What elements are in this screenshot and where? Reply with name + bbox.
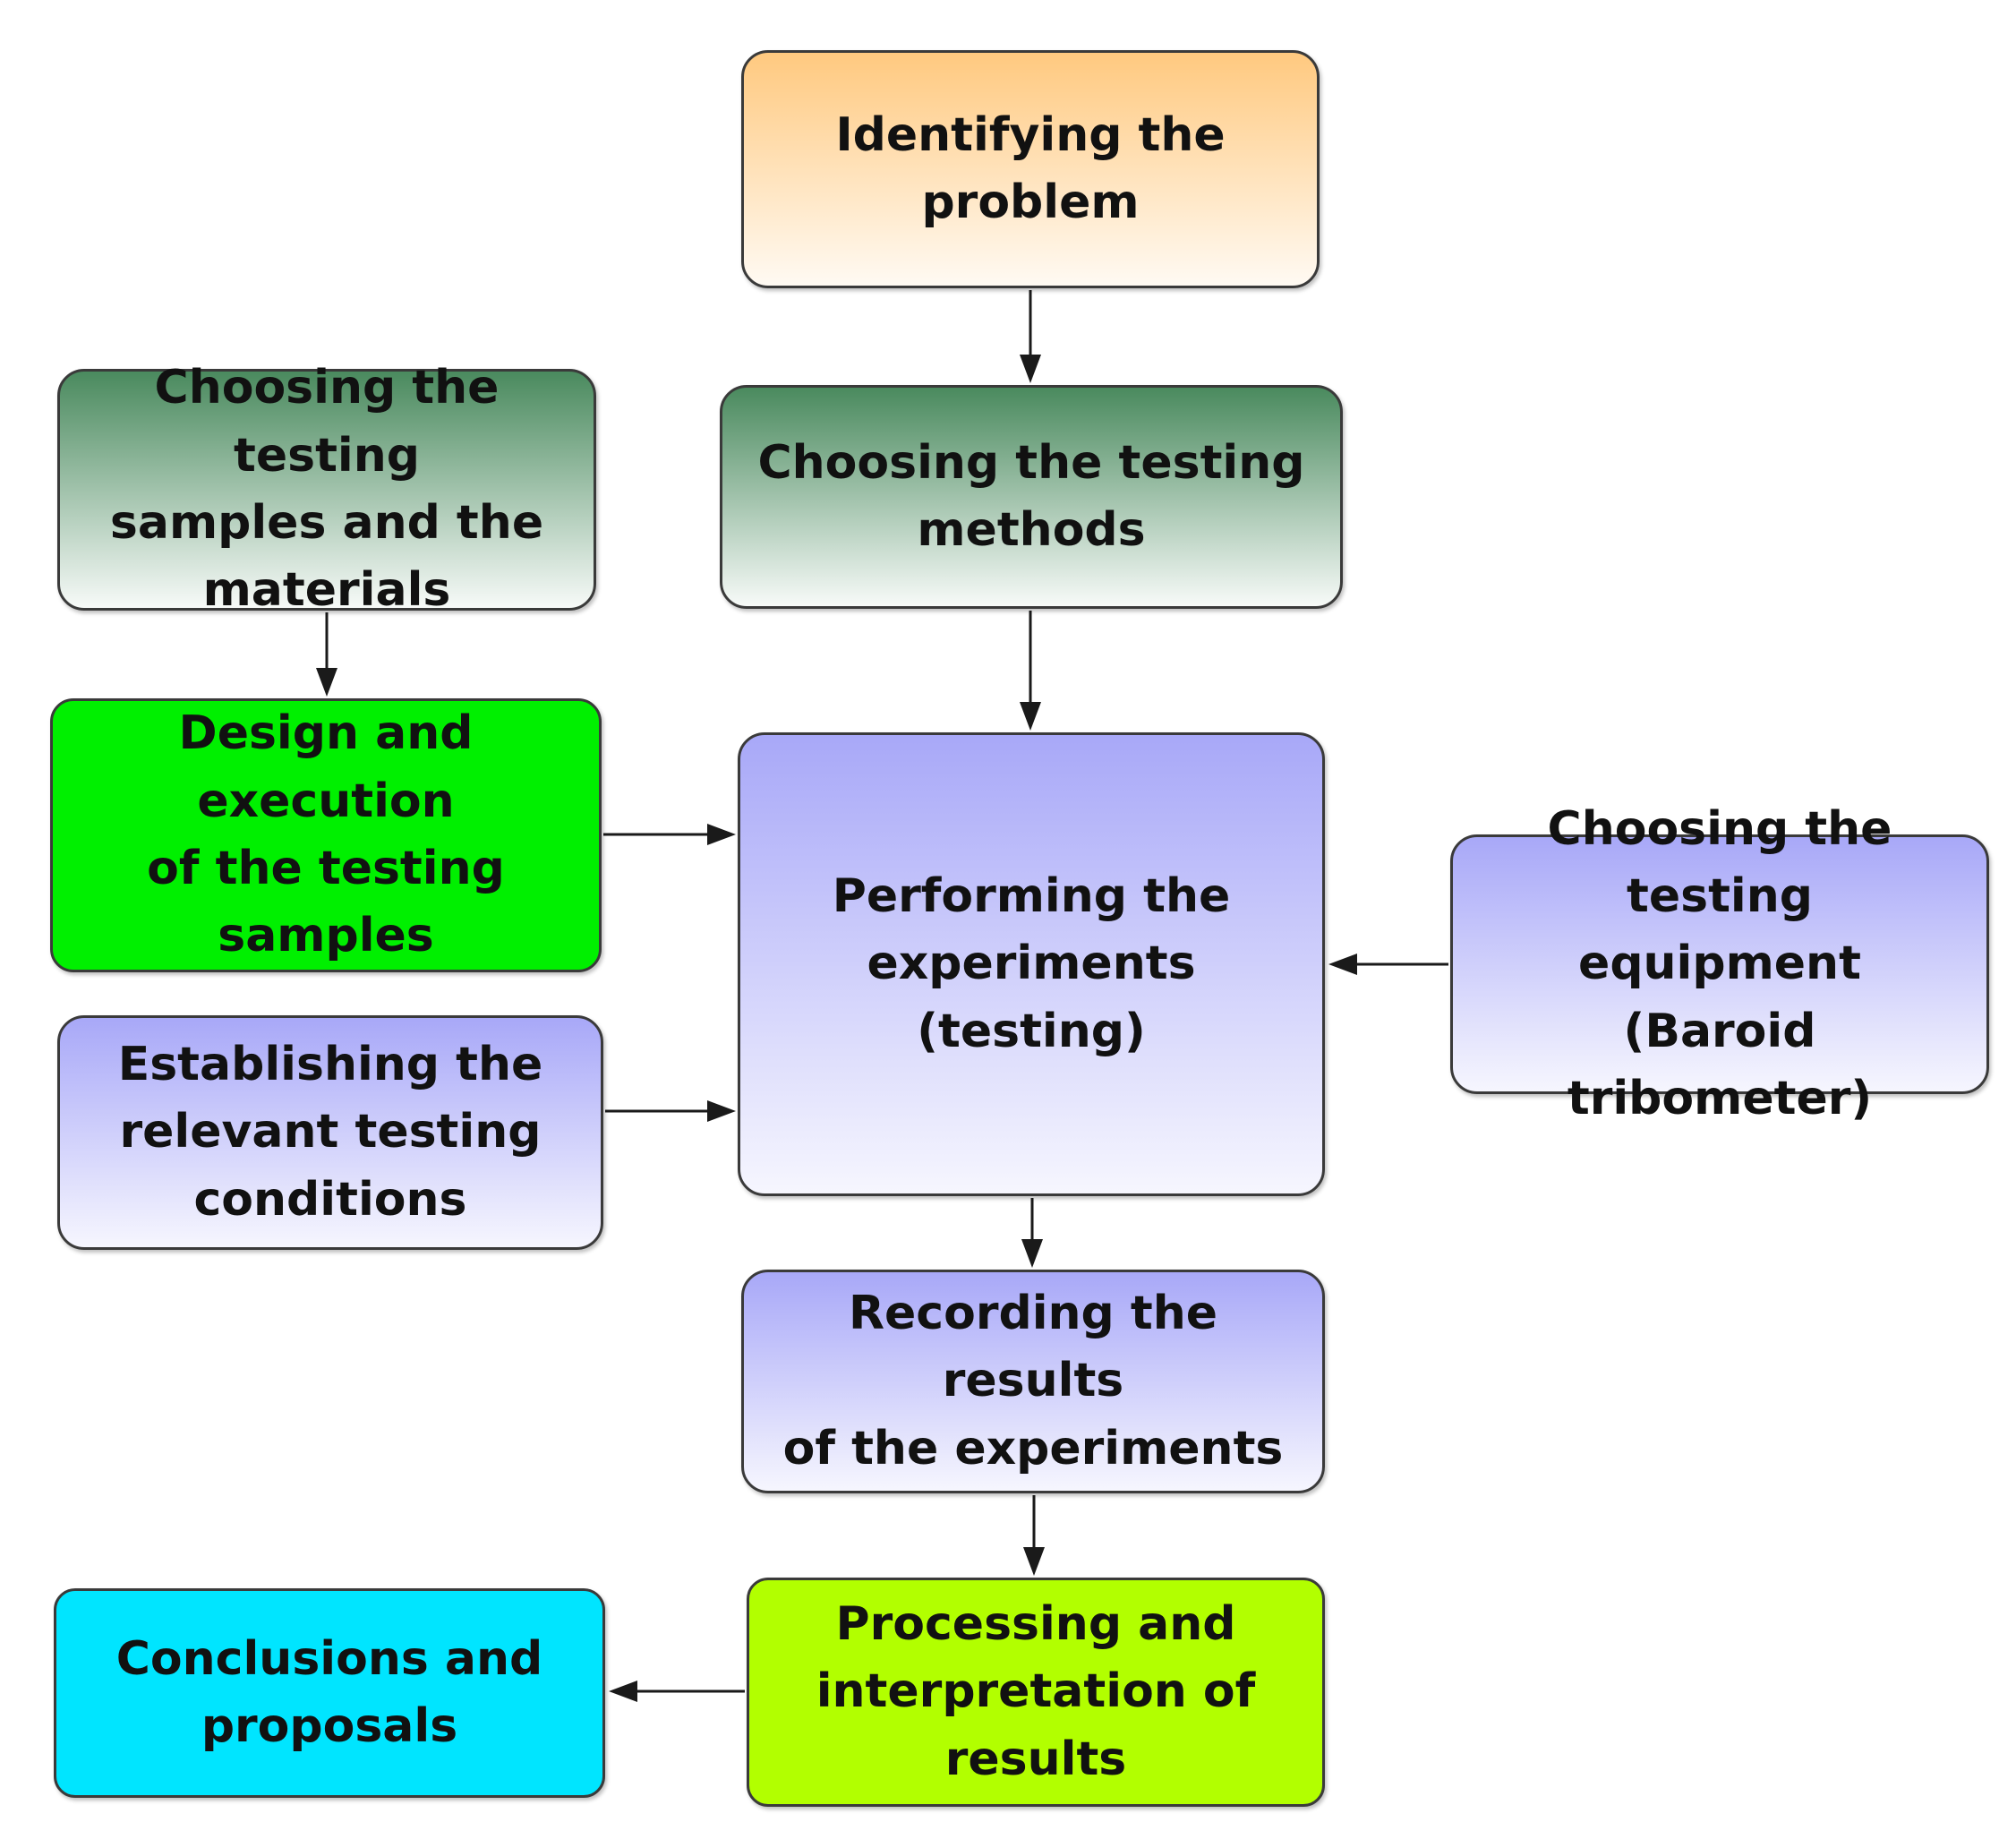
node-label: Performing the experiments (testing) [832,868,1231,1058]
node-label: Choosing the testing samples and the mat… [109,361,544,618]
node-label: Recording the results of the experiments [782,1286,1284,1475]
arrowhead-perform-left-upper [707,824,736,845]
node-label: Choosing the testing equipment (Baroid t… [1547,801,1892,1126]
arrowhead-methods [1020,355,1041,383]
node-choosing-samples: Choosing the testing samples and the mat… [57,361,596,617]
arrowhead-design [316,668,337,697]
node-label: Design and execution of the testing samp… [147,706,505,963]
node-label: Establishing the relevant testing condit… [117,1037,543,1227]
node-identifying-problem: Identifying the problem [741,50,1320,288]
arrowhead-processing [1023,1547,1045,1576]
arrowhead-recording [1021,1239,1043,1268]
arrowhead-conclusions [609,1681,637,1702]
node-design-execution: Design and execution of the testing samp… [50,698,602,972]
arrowhead-perform-left-lower [707,1100,736,1122]
node-performing-experiments: Performing the experiments (testing) [738,732,1325,1196]
node-establishing-conditions: Establishing the relevant testing condit… [57,1015,603,1250]
node-processing-interpretation: Processing and interpretation of results [747,1578,1325,1807]
node-recording-results: Recording the results of the experiments [741,1270,1325,1493]
node-conclusions-proposals: Conclusions and proposals [54,1588,605,1798]
arrowhead-perform-right [1328,954,1357,975]
node-choosing-equipment: Choosing the testing equipment (Baroid t… [1450,802,1989,1125]
node-label: Conclusions and proposals [115,1631,543,1753]
node-label: Choosing the testing methods [757,435,1305,557]
node-choosing-methods: Choosing the testing methods [720,385,1343,609]
arrowhead-perform-top [1020,702,1041,731]
node-label: Identifying the problem [835,107,1226,229]
node-label: Processing and interpretation of results [816,1596,1256,1786]
